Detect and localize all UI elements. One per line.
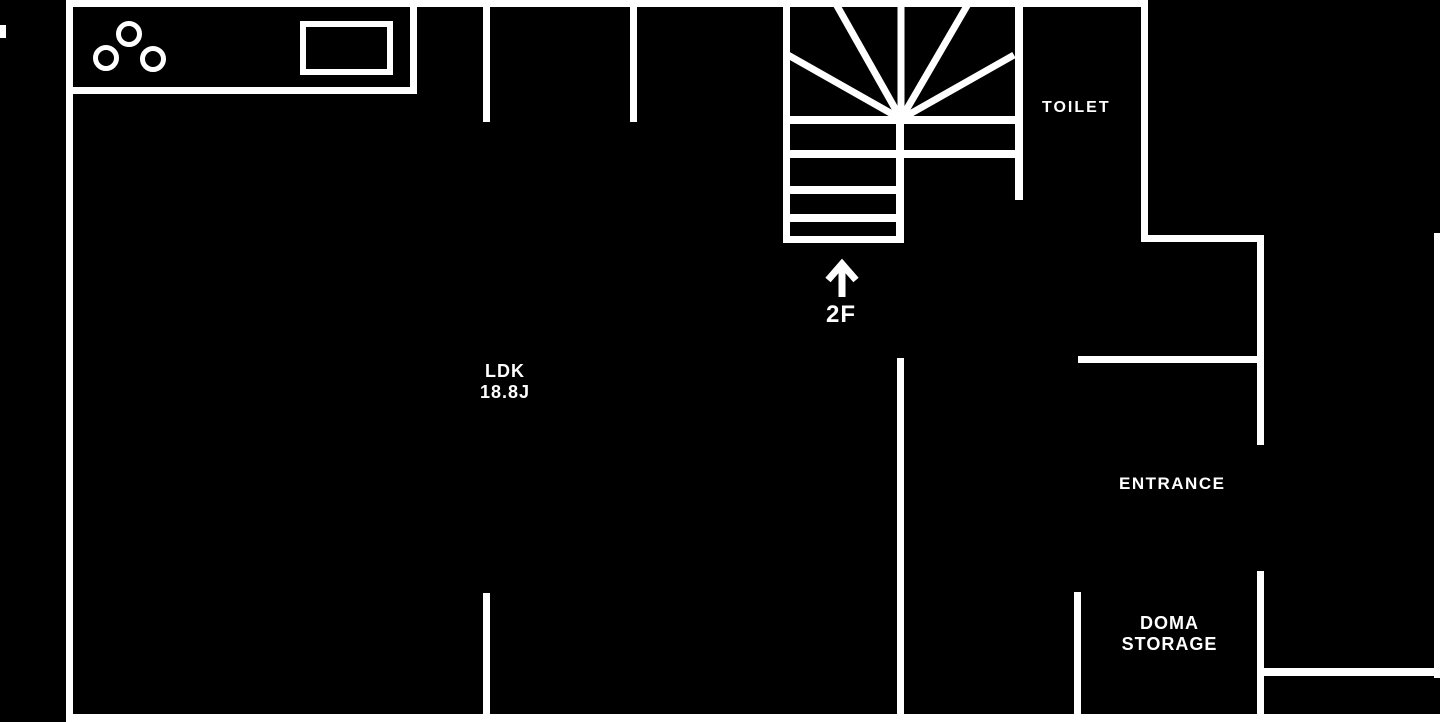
kitchen-sink-icon	[300, 21, 393, 75]
room-label-doma-storage: DOMA STORAGE	[1104, 613, 1235, 655]
wall-outer-left	[66, 0, 73, 722]
wall-stair-bottom	[783, 236, 903, 243]
room-label-ldk-name: LDK	[485, 361, 525, 381]
wall-upper-stub-right	[630, 0, 637, 122]
wall-right-top-vert	[1141, 0, 1148, 242]
wall-lower-stub	[483, 593, 490, 721]
wall-stair-step-4	[783, 214, 904, 222]
room-label-ldk-area: 18.8J	[479, 382, 531, 402]
wall-stair-step-1	[790, 116, 1023, 124]
wall-entry-right-vert-upper	[1257, 235, 1264, 445]
wall-kitchen-counter-right	[410, 0, 417, 94]
wall-doma-left-vert	[1074, 592, 1081, 721]
room-label-ldk: LDK 18.8J	[440, 361, 570, 403]
wall-toilet-wall	[1015, 0, 1023, 200]
wall-stair-left	[783, 0, 790, 243]
wall-left-edge-tick	[0, 25, 6, 38]
wall-mid-horiz	[1141, 235, 1264, 242]
wall-porch-bottom-horiz	[1264, 668, 1440, 676]
wall-entrance-top-horiz	[1078, 356, 1264, 363]
stair-fan-spoke-4	[897, 2, 972, 121]
stair-fan-spoke-5	[899, 51, 1016, 123]
stairs-direction-label: 2F	[826, 301, 857, 328]
wall-mid-vert	[897, 358, 904, 721]
room-label-toilet: TOILET	[1042, 99, 1111, 116]
up-arrow-icon	[825, 258, 859, 283]
wall-outer-right	[1434, 233, 1440, 678]
wall-kitchen-counter-bottom	[66, 87, 417, 94]
wall-stair-step-2	[783, 150, 1023, 158]
wall-stair-step-3	[783, 186, 904, 194]
room-label-doma-line2: STORAGE	[1121, 634, 1218, 654]
stove-burner-icon-3	[140, 46, 166, 72]
stair-fan-spoke-2	[832, 2, 905, 121]
wall-outer-top	[66, 0, 1148, 7]
wall-stair-center-vert	[896, 112, 904, 243]
room-label-doma-line1: DOMA	[1140, 613, 1199, 633]
wall-outer-bottom	[66, 714, 1440, 722]
stair-fan-spoke-1	[786, 51, 903, 123]
room-label-entrance: ENTRANCE	[1119, 474, 1226, 493]
wall-entry-right-vert-lower	[1257, 571, 1264, 721]
wall-upper-stub-left	[483, 0, 490, 122]
stove-burner-icon-1	[93, 45, 119, 71]
stove-burner-icon-2	[116, 21, 142, 47]
